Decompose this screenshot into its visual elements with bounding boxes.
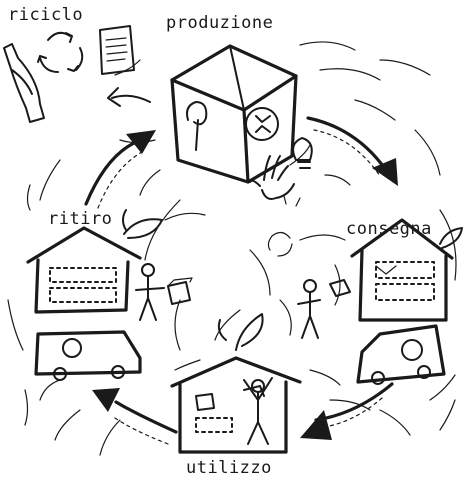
hand-bulb-icon (249, 137, 313, 207)
pickup-van-left (34, 330, 142, 381)
recycle-icon (37, 31, 84, 73)
production-cube (170, 44, 298, 184)
ritiro-plant (122, 209, 163, 239)
consegna-house (350, 218, 454, 322)
label-ritiro: ritiro (48, 209, 113, 229)
delivery-van-right (356, 324, 446, 385)
ritiro-house (26, 226, 142, 314)
label-utilizzo: utilizzo (186, 458, 272, 478)
arrow-to-riciclo (107, 87, 151, 107)
utilizzo-plant (217, 313, 264, 351)
arrow-to-consegna (306, 116, 398, 186)
arrow-to-produzione (84, 130, 156, 209)
arrow-to-utilizzo (300, 382, 394, 440)
pickup-person (135, 263, 193, 321)
utilizzo-house (170, 356, 302, 454)
delivery-person (297, 279, 351, 339)
bottle-icon (3, 43, 45, 123)
consegna-plant (439, 227, 463, 249)
label-produzione: produzione (166, 13, 274, 33)
arrow-to-ritiro (92, 388, 178, 445)
small-recycle-icon (267, 231, 293, 257)
label-riciclo: riciclo (8, 5, 84, 25)
paper-icon (99, 25, 135, 75)
